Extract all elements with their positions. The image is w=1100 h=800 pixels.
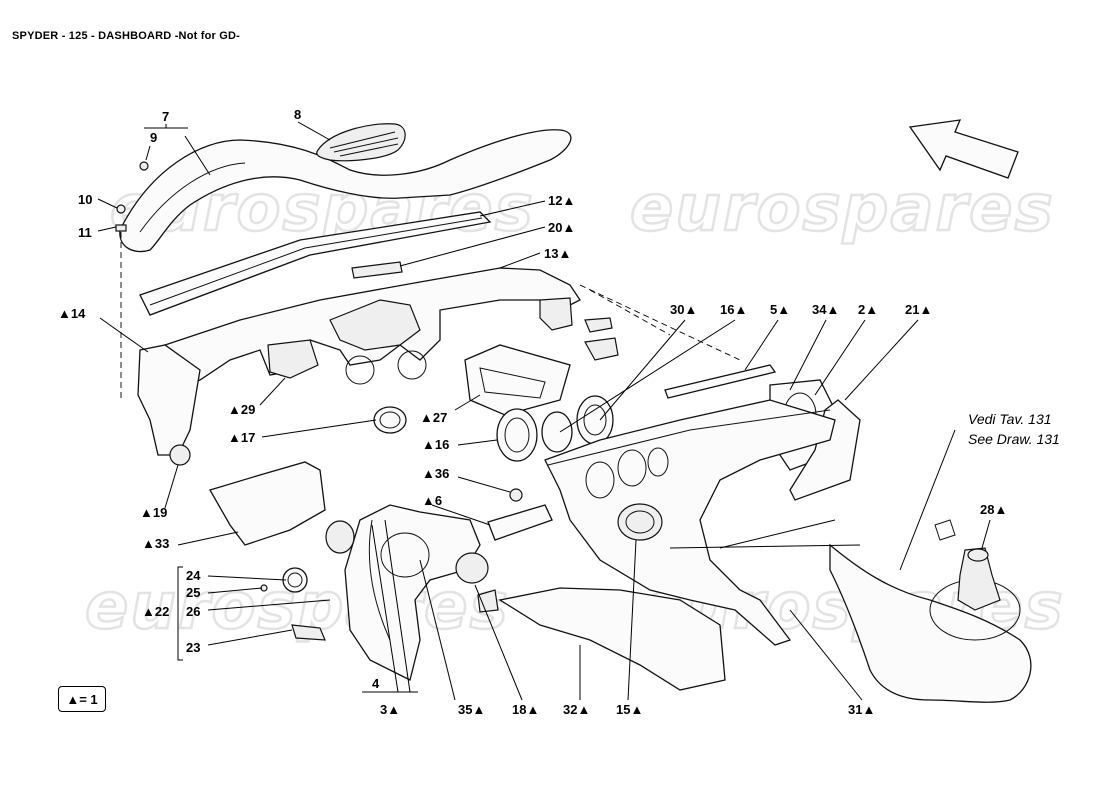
note-see: See Draw. 131 — [968, 431, 1060, 447]
callout-34: 34▲ — [812, 302, 839, 317]
part-36-clip — [509, 488, 523, 502]
part-10-bolt — [116, 204, 126, 214]
callout-30: 30▲ — [670, 302, 697, 317]
callout-3: 3▲ — [380, 702, 400, 717]
callout-15: 15▲ — [616, 702, 643, 717]
callout-7: 7 — [162, 109, 169, 124]
part-32-lower-console — [498, 587, 726, 691]
callout-2: 2▲ — [858, 302, 878, 317]
part-23-bracket — [291, 624, 326, 641]
part-12-rail — [139, 211, 492, 316]
callout-36: ▲36 — [422, 466, 449, 481]
callout-28: 28▲ — [980, 502, 1007, 517]
part-27-tray — [464, 344, 571, 416]
legend-box: ▲= 1 — [58, 686, 106, 712]
callout-32: 32▲ — [563, 702, 590, 717]
callout-20: 20▲ — [548, 220, 575, 235]
callout-17: ▲17 — [228, 430, 255, 445]
part-19-ring — [169, 444, 191, 466]
callout-16b: ▲16 — [422, 437, 449, 452]
watermark-2: eurospares — [630, 172, 1055, 246]
callout-12: 12▲ — [548, 193, 575, 208]
callout-24: 24 — [186, 568, 201, 583]
part-5-trim — [664, 364, 777, 399]
callout-10: 10 — [78, 192, 92, 207]
callout-labels: 7 9 8 10 11 12▲ 20▲ 13▲ ▲14 ▲29 ▲17 ▲19 … — [58, 107, 1060, 717]
part-24-ring — [282, 567, 308, 593]
part-9-screw — [139, 161, 149, 171]
callout-22: ▲22 — [142, 604, 169, 619]
bracket — [584, 317, 613, 333]
callout-18: 18▲ — [512, 702, 539, 717]
part-20-plate — [351, 261, 403, 279]
part-31-center-console — [544, 399, 836, 646]
part-17-ring — [373, 406, 407, 434]
callout-21: 21▲ — [905, 302, 932, 317]
part-3-knee-panel — [325, 504, 481, 681]
callout-26: 26 — [186, 604, 200, 619]
part-7-top-cover — [115, 123, 572, 400]
page-title: SPYDER - 125 - DASHBOARD -Not for GD- — [12, 30, 241, 42]
callout-19: ▲19 — [140, 505, 167, 520]
callout-33: ▲33 — [142, 536, 169, 551]
callout-27: ▲27 — [420, 410, 447, 425]
callout-13: 13▲ — [544, 246, 571, 261]
callout-14: ▲14 — [58, 306, 86, 321]
callout-31: 31▲ — [848, 702, 875, 717]
part-15-knob — [617, 503, 663, 541]
part-28-gear-console — [829, 519, 1032, 703]
leader-lines — [97, 121, 991, 701]
part-18-knob — [455, 552, 489, 584]
part-6-tube — [487, 504, 553, 541]
callout-11: 11 — [78, 225, 92, 240]
callout-8: 8 — [294, 107, 301, 122]
part-8-speaker-grille — [316, 123, 406, 162]
direction-arrow-icon — [908, 119, 1019, 179]
note-vedi: Vedi Tav. 131 — [968, 411, 1052, 427]
callout-16a: 16▲ — [720, 302, 747, 317]
callout-6: ▲6 — [422, 493, 442, 508]
callout-29: ▲29 — [228, 402, 255, 417]
part-13-dashboard-frame — [149, 267, 581, 391]
callout-23: 23 — [186, 640, 200, 655]
callout-35: 35▲ — [458, 702, 485, 717]
callout-4: 4 — [372, 676, 380, 691]
callout-9: 9 — [150, 130, 157, 145]
callout-25: 25 — [186, 585, 200, 600]
part-11-clip — [115, 224, 127, 232]
vent-rings — [496, 395, 614, 462]
callout-5: 5▲ — [770, 302, 790, 317]
part-33-glovebox — [209, 461, 326, 546]
